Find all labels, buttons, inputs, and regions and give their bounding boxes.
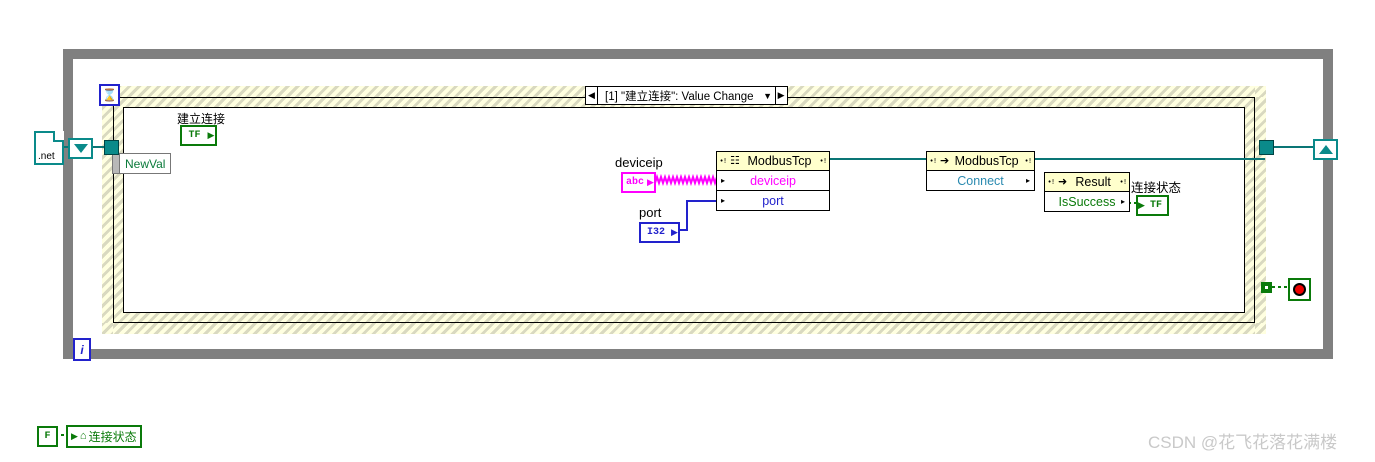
row-output-arrow: ▸ bbox=[1025, 175, 1030, 185]
node-left-glyph-icon: •! bbox=[1047, 177, 1055, 186]
status-indicator-label: 连接状态 bbox=[1131, 181, 1182, 195]
row-label: deviceip bbox=[750, 173, 796, 188]
modbustcp-connect-node[interactable]: •! ➔ ModbusTcp •! Connect ▸ bbox=[926, 151, 1035, 191]
node-right-glyph-icon: •! bbox=[1119, 177, 1127, 186]
node-left-glyph-icon: •! bbox=[929, 156, 937, 165]
port-output-arrow: ▶ bbox=[671, 227, 678, 237]
boolean-indicator-lianjiezhuangtai[interactable]: ▶ TF bbox=[1136, 195, 1169, 216]
wire-dynevent-to-tunnel bbox=[89, 146, 111, 148]
row-label: port bbox=[762, 193, 784, 208]
false-boolean-constant[interactable]: F bbox=[37, 426, 58, 447]
selector-next-arrow[interactable]: ▶ bbox=[774, 87, 787, 104]
deviceip-constant-value: abc bbox=[625, 177, 644, 188]
result-property-node[interactable]: •! ➜ Result •! IsSuccess ▸ bbox=[1044, 172, 1130, 212]
local-variable-lianjiezhuangtai[interactable]: ▶ ⌂ 连接状态 bbox=[66, 425, 142, 448]
event-data-node-label: NewVal bbox=[125, 156, 166, 171]
event-data-node-grip bbox=[113, 154, 120, 173]
loop-conditional-tunnel[interactable] bbox=[1261, 282, 1272, 293]
port-i32-constant[interactable]: I32 ▶ bbox=[639, 222, 680, 243]
invoke-node-icon: ➔ bbox=[940, 154, 950, 167]
document-fold-corner bbox=[53, 131, 64, 142]
deviceip-label: deviceip bbox=[615, 155, 663, 170]
local-variable-label: 连接状态 bbox=[88, 430, 137, 444]
port-constant-value: I32 bbox=[646, 227, 665, 238]
false-constant-value: F bbox=[44, 431, 51, 442]
indicator-input-arrow: ▶ bbox=[1138, 200, 1145, 210]
terminal-output-arrow: ▶ bbox=[207, 130, 215, 140]
hourglass-icon[interactable]: ⌛ bbox=[99, 84, 120, 106]
indicator-value: TF bbox=[1149, 200, 1162, 211]
wire-false-to-localvar bbox=[55, 434, 67, 436]
localvar-input-arrow: ▶ bbox=[71, 431, 78, 441]
wire-net-to-dynevent bbox=[60, 146, 70, 148]
event-tunnel-left[interactable] bbox=[104, 140, 119, 155]
modbustcp-constructor-node[interactable]: •! ☷ ModbusTcp •! ▸ deviceip ▸ port bbox=[716, 151, 830, 211]
boolean-control-label: 建立连接 bbox=[177, 112, 226, 126]
string-wire-zigzag bbox=[651, 174, 721, 187]
node-row-deviceip[interactable]: ▸ deviceip bbox=[717, 171, 829, 191]
event-case-selector[interactable]: ◀ [1] "建立连接": Value Change ▼ ▶ bbox=[585, 86, 788, 105]
stop-button[interactable] bbox=[1288, 278, 1311, 301]
wire-port-v1 bbox=[686, 200, 688, 231]
deviceip-output-arrow: ▶ bbox=[647, 177, 654, 187]
down-arrow-glyph bbox=[73, 144, 88, 153]
event-data-node-newval[interactable]: NewVal bbox=[112, 153, 172, 174]
node-right-glyph-icon: •! bbox=[819, 156, 827, 165]
csdn-watermark: CSDN @花飞花落花满楼 bbox=[1148, 433, 1338, 452]
boolean-terminal-jianlilianjie[interactable]: TF ▶ bbox=[180, 125, 217, 146]
dynamic-event-out-terminal-icon[interactable] bbox=[1313, 139, 1338, 160]
up-arrow-glyph bbox=[1318, 145, 1333, 154]
wire-connect-to-tunnel bbox=[1033, 158, 1265, 160]
wire-port-h1 bbox=[676, 229, 688, 231]
node-row-connect[interactable]: Connect ▸ bbox=[927, 171, 1034, 190]
wire-stop-to-tunnel bbox=[1272, 286, 1290, 288]
iteration-terminal[interactable]: i bbox=[73, 338, 91, 361]
stop-button-glyph bbox=[1293, 283, 1306, 296]
node-left-glyph-icon: •! bbox=[719, 156, 727, 165]
row-output-arrow: ▸ bbox=[1120, 196, 1125, 206]
wire-deviceip-string bbox=[651, 174, 721, 187]
selector-prev-arrow[interactable]: ◀ bbox=[586, 87, 598, 104]
dotnet-reference-icon[interactable]: .net bbox=[34, 131, 64, 165]
node-right-glyph-icon: •! bbox=[1024, 156, 1032, 165]
wire-tunnel-to-dynevent-out bbox=[1278, 146, 1314, 148]
node-title: ModbusTcp bbox=[747, 154, 812, 168]
wire-port-h2 bbox=[686, 200, 718, 202]
home-icon: ⌂ bbox=[79, 430, 87, 442]
port-label: port bbox=[639, 205, 662, 220]
node-title: Result bbox=[1075, 175, 1111, 189]
dotnet-reference-label: .net bbox=[38, 151, 55, 162]
wire-ctor-to-connect bbox=[828, 158, 926, 160]
row-label: IsSuccess bbox=[1058, 194, 1116, 209]
node-header: •! ➜ Result •! bbox=[1045, 173, 1129, 192]
row-input-arrow: ▸ bbox=[720, 175, 725, 185]
node-row-issuccess[interactable]: IsSuccess ▸ bbox=[1045, 192, 1129, 211]
node-title: ModbusTcp bbox=[954, 154, 1019, 168]
chevron-down-icon[interactable]: ▼ bbox=[763, 90, 773, 101]
event-tunnel-right[interactable] bbox=[1259, 140, 1274, 155]
dynamic-event-terminal-icon[interactable] bbox=[68, 138, 93, 159]
boolean-terminal-value: TF bbox=[188, 130, 201, 141]
event-case-label: [1] "建立连接": Value Change bbox=[605, 90, 754, 103]
row-label: Connect bbox=[957, 173, 1004, 188]
constructor-node-icon: ☷ bbox=[730, 154, 740, 167]
node-header: •! ☷ ModbusTcp •! bbox=[717, 152, 829, 171]
wire-issuccess-to-indicator bbox=[1128, 202, 1138, 204]
property-node-icon: ➜ bbox=[1058, 175, 1068, 188]
node-row-port[interactable]: ▸ port bbox=[717, 191, 829, 210]
deviceip-string-constant[interactable]: abc ▶ bbox=[621, 172, 656, 193]
node-header: •! ➔ ModbusTcp •! bbox=[927, 152, 1034, 171]
row-input-arrow: ▸ bbox=[720, 195, 725, 205]
